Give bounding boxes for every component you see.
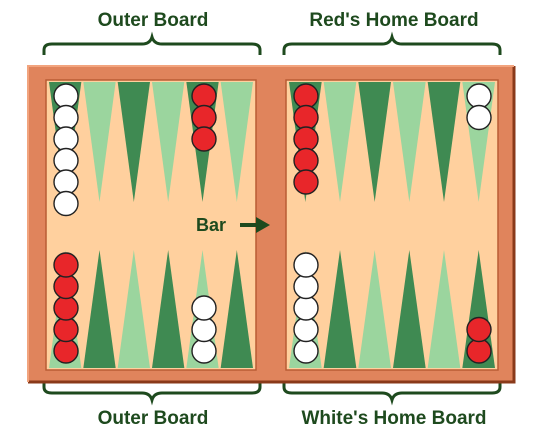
checker-red[interactable] <box>466 338 492 364</box>
frame-shadow <box>28 66 516 384</box>
point-bottom-left-6[interactable] <box>220 250 253 368</box>
checker-white[interactable] <box>53 83 79 109</box>
bottom-left-bracket <box>42 382 262 406</box>
point-top-left-6[interactable] <box>220 82 253 202</box>
checker-white[interactable] <box>466 83 492 109</box>
point-top-right-3[interactable] <box>358 82 391 202</box>
checker-red[interactable] <box>293 126 319 152</box>
checker-red[interactable] <box>293 147 319 174</box>
point-top-left-2[interactable] <box>83 82 116 202</box>
point-bottom-right-2[interactable] <box>323 250 357 368</box>
bottom-right-bracket <box>282 382 502 406</box>
right-surface <box>285 79 499 371</box>
checker-red[interactable] <box>53 316 79 343</box>
checker-white[interactable] <box>293 316 319 343</box>
checker-red[interactable] <box>293 169 319 195</box>
checker-red[interactable] <box>293 104 319 131</box>
top-right-bracket <box>282 31 502 55</box>
checker-red[interactable] <box>191 83 217 109</box>
point-top-left-4[interactable] <box>152 82 185 202</box>
frame-highlight <box>27 65 514 382</box>
checker-white[interactable] <box>191 316 217 343</box>
bottom-right-label: White's Home Board <box>301 408 487 429</box>
checker-red[interactable] <box>53 273 79 300</box>
checker-white[interactable] <box>293 252 319 278</box>
checker-white[interactable] <box>53 190 79 217</box>
point-bottom-left-3[interactable] <box>117 250 150 368</box>
point-bottom-right-5[interactable] <box>427 250 461 368</box>
checker-white[interactable] <box>293 338 319 364</box>
top-right-label: Red's Home Board <box>309 10 479 31</box>
checker-white[interactable] <box>293 273 319 300</box>
checker-red[interactable] <box>191 104 217 131</box>
checker-white[interactable] <box>466 104 492 131</box>
checker-red[interactable] <box>53 295 79 321</box>
checker-red[interactable] <box>53 252 79 278</box>
checker-white[interactable] <box>53 169 79 195</box>
checker-red[interactable] <box>191 126 217 152</box>
bar-label: Bar <box>196 215 226 235</box>
checker-red[interactable] <box>293 83 319 109</box>
arrow-right-icon <box>240 217 270 233</box>
checker-white[interactable] <box>191 338 217 364</box>
checker-white[interactable] <box>53 147 79 174</box>
checker-red[interactable] <box>466 316 492 343</box>
top-left-label: Outer Board <box>97 10 209 31</box>
checker-white[interactable] <box>191 295 217 321</box>
left-surface <box>45 79 257 371</box>
checker-white[interactable] <box>293 295 319 321</box>
checker-white[interactable] <box>53 126 79 152</box>
checkers <box>53 83 492 364</box>
point-top-right-4[interactable] <box>393 82 426 202</box>
top-left-bracket <box>42 31 262 55</box>
point-bottom-right-3[interactable] <box>358 250 391 368</box>
point-bottom-right-4[interactable] <box>393 250 426 368</box>
checker-white[interactable] <box>53 104 79 131</box>
point-top-right-5[interactable] <box>427 82 461 202</box>
point-top-left-3[interactable] <box>117 82 150 202</box>
point-bottom-left-4[interactable] <box>152 250 185 368</box>
bottom-left-label: Outer Board <box>97 408 209 429</box>
checker-red[interactable] <box>53 338 79 364</box>
point-top-right-2[interactable] <box>323 82 357 202</box>
point-bottom-left-2[interactable] <box>83 250 116 368</box>
